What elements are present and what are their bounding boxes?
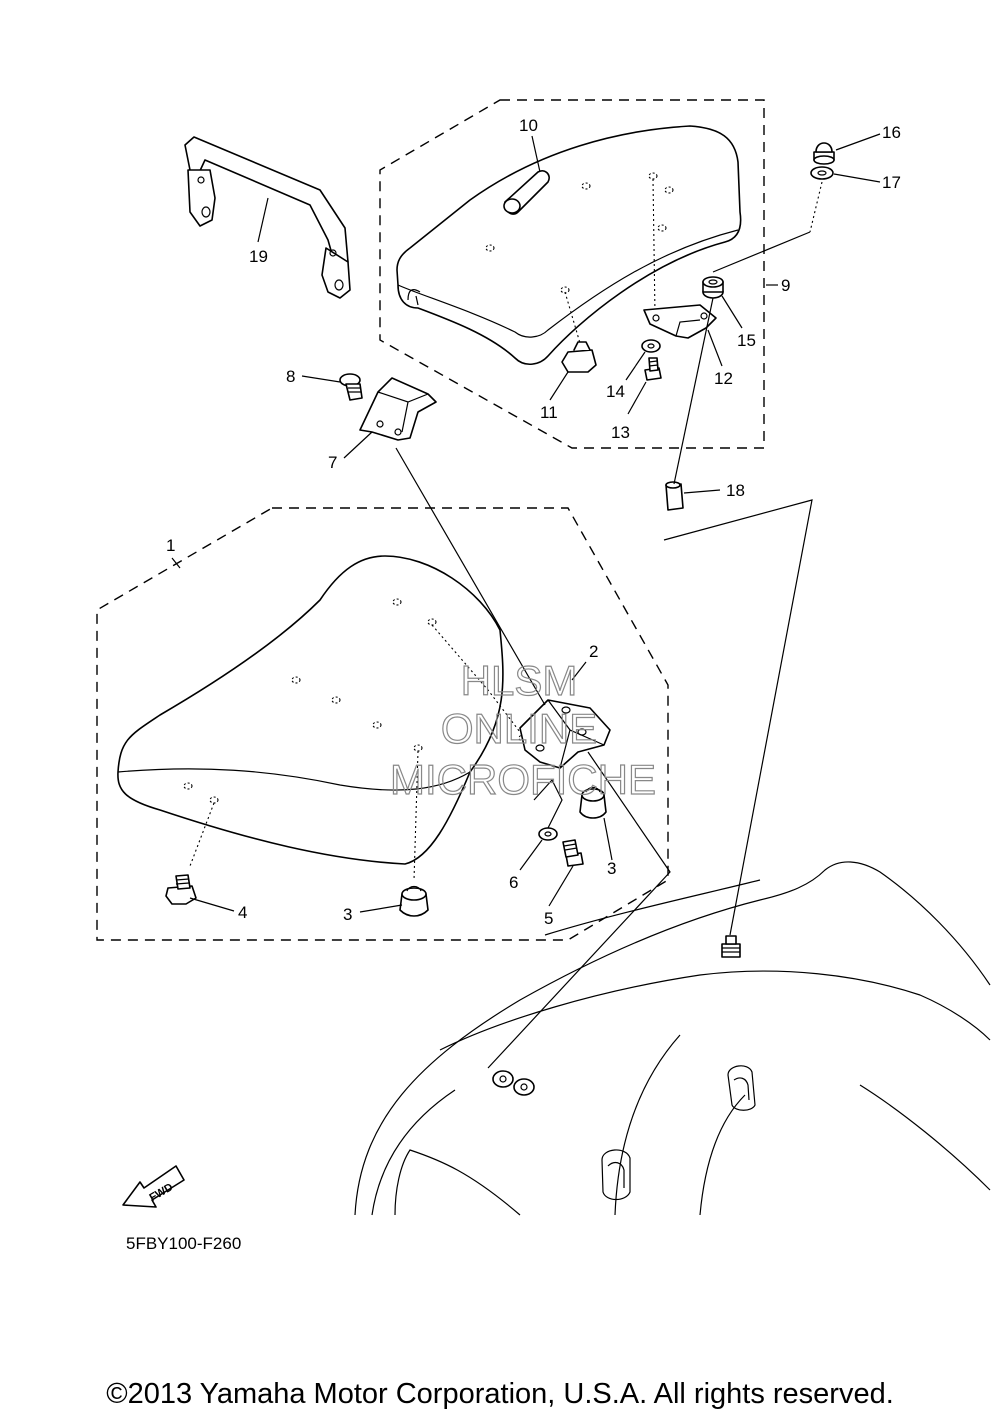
seat-bracket <box>359 377 437 441</box>
callout-5: 5 <box>544 909 553 928</box>
grommet <box>702 276 724 299</box>
watermark-line3: MICROFICHE <box>390 756 656 803</box>
callout-10: 10 <box>519 116 538 135</box>
nut <box>813 142 835 165</box>
grommet-washer <box>513 1078 535 1096</box>
collar <box>665 481 684 511</box>
watermark-line2: ONLINE <box>441 705 597 752</box>
callout-4: 4 <box>238 903 247 922</box>
rider-seat <box>117 555 528 865</box>
callout-12: 12 <box>714 369 733 388</box>
diagram-code: 5FBY100-F260 <box>126 1234 242 1253</box>
seat-damper <box>579 786 607 819</box>
passenger-seat-group-outline <box>379 99 765 449</box>
grommet-washer <box>492 1070 514 1088</box>
callout-17: 17 <box>882 173 901 192</box>
callout-6: 6 <box>509 873 518 892</box>
callout-18: 18 <box>726 481 745 500</box>
callout-8: 8 <box>286 367 295 386</box>
seat-front-bracket <box>519 699 611 769</box>
fwd-arrow-icon: FWD <box>122 1165 185 1208</box>
watermark-line1: HLSM <box>461 657 578 704</box>
callout-13: 13 <box>611 423 630 442</box>
passenger-seat-damper <box>561 341 597 373</box>
passenger-seat-bracket <box>643 304 717 339</box>
callout-11: 11 <box>540 403 558 422</box>
watermark: HLSM ONLINE MICROFICHE <box>389 656 656 803</box>
copyright-notice: ©2013 Yamaha Motor Corporation, U.S.A. A… <box>106 1378 894 1410</box>
washer <box>810 166 834 180</box>
callout-9: 9 <box>781 276 790 295</box>
washer <box>641 339 661 353</box>
seat-damper <box>399 885 429 917</box>
callout-2: 2 <box>589 642 598 661</box>
bolt <box>562 839 584 867</box>
passenger-seat <box>396 125 742 365</box>
callout-19: 19 <box>249 247 268 266</box>
bolt <box>644 357 662 381</box>
callout-1: 1 <box>166 536 175 555</box>
washer <box>538 827 558 841</box>
callout-7: 7 <box>328 453 337 472</box>
rear-fender <box>354 861 991 1216</box>
callout-3: 3 <box>343 905 352 924</box>
callout-3: 3 <box>607 859 616 878</box>
grab-bar <box>184 136 351 299</box>
seat-stopper <box>165 874 197 905</box>
rider-seat-group-outline <box>96 507 669 941</box>
callout-14: 14 <box>606 382 625 401</box>
callout-15: 15 <box>737 331 756 350</box>
callout-16: 16 <box>882 123 901 142</box>
bolt <box>339 373 363 401</box>
